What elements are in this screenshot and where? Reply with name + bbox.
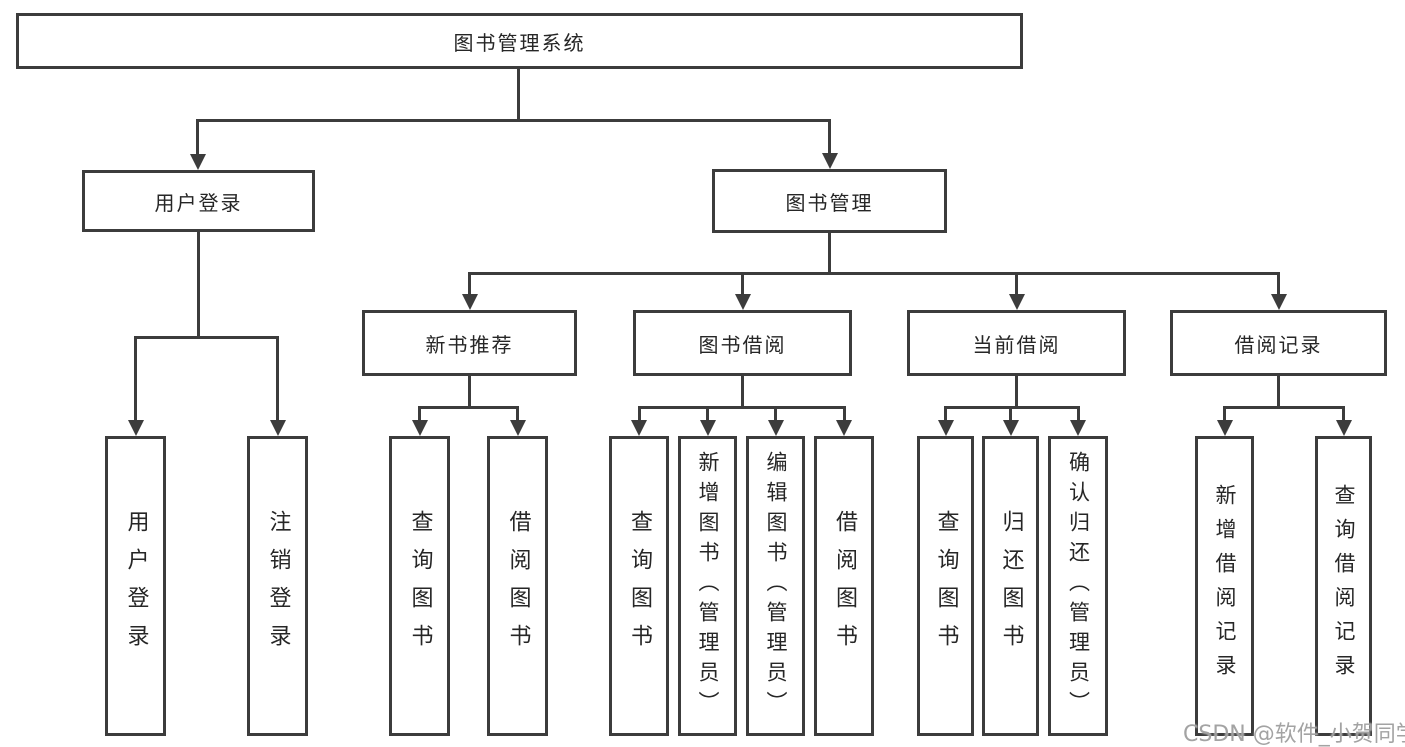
connector-bookmgmt-drop <box>828 233 831 272</box>
arrow-down-icon <box>631 420 647 436</box>
node-book-borrowing-label: 图书借阅 <box>698 332 787 357</box>
connector-stub-leaf-login <box>134 336 137 420</box>
leaf-query-books-1-label: 查询图书 <box>407 510 433 662</box>
leaf-query-borrow-record-label: 查询借阅记录 <box>1332 484 1356 688</box>
connector-stub <box>774 406 777 420</box>
connector-stub <box>418 406 421 420</box>
node-user-login: 用户登录 <box>82 170 315 232</box>
node-book-management-label: 图书管理 <box>785 190 874 215</box>
arrow-down-icon <box>768 420 784 436</box>
arrow-down-icon <box>1336 420 1352 436</box>
connector-stub-current-borrow <box>1015 272 1018 294</box>
arrow-down-icon <box>190 154 206 170</box>
connector-stub <box>1077 406 1080 420</box>
arrow-down-icon <box>822 153 838 169</box>
leaf-add-books-admin: 新增图书（管理员） <box>678 436 737 736</box>
node-borrow-records-label: 借阅记录 <box>1234 332 1323 357</box>
leaf-edit-books-admin: 编辑图书（管理员） <box>746 436 805 736</box>
connector-newbooks-drop <box>468 376 471 406</box>
arrow-down-icon <box>1070 420 1086 436</box>
connector-root-drop <box>517 69 520 119</box>
arrow-down-icon <box>128 420 144 436</box>
connector-userlogin-branch <box>134 336 279 339</box>
leaf-borrow-books-2: 借阅图书 <box>814 436 874 736</box>
leaf-confirm-return-admin: 确认归还（管理员） <box>1048 436 1108 736</box>
connector-currentborrow-drop <box>1015 376 1018 406</box>
connector-stub <box>944 406 947 420</box>
node-current-borrowing: 当前借阅 <box>907 310 1126 376</box>
arrow-down-icon <box>510 420 526 436</box>
node-book-management: 图书管理 <box>712 169 947 233</box>
leaf-borrow-books-1-label: 借阅图书 <box>505 510 531 662</box>
connector-stub <box>1342 406 1345 420</box>
node-user-login-label: 用户登录 <box>154 190 243 215</box>
connector-bookmgmt-branch <box>469 272 1279 275</box>
leaf-return-books: 归还图书 <box>982 436 1039 736</box>
leaf-edit-books-admin-label: 编辑图书（管理员） <box>764 451 788 721</box>
leaf-query-books-2-label: 查询图书 <box>627 510 652 662</box>
leaf-logout: 注销登录 <box>247 436 308 736</box>
connector-userlogin-drop <box>197 232 200 336</box>
arrow-down-icon <box>1009 294 1025 310</box>
connector-bookborrow-branch <box>638 406 845 409</box>
arrow-down-icon <box>1271 294 1287 310</box>
connector-stub-book-borrow <box>741 272 744 294</box>
leaf-logout-label: 注销登录 <box>265 510 291 662</box>
leaf-query-books-1: 查询图书 <box>389 436 450 736</box>
arrow-down-icon <box>462 294 478 310</box>
arrow-down-icon <box>270 420 286 436</box>
leaf-user-login-label: 用户登录 <box>123 510 149 662</box>
node-borrow-records: 借阅记录 <box>1170 310 1387 376</box>
connector-stub <box>706 406 709 420</box>
connector-borrowrecords-drop <box>1277 376 1280 406</box>
connector-stub <box>843 406 846 420</box>
node-root: 图书管理系统 <box>16 13 1023 69</box>
leaf-query-books-2: 查询图书 <box>609 436 669 736</box>
connector-stub-book-mgmt <box>828 119 831 154</box>
connector-root-branch <box>197 119 831 122</box>
arrow-down-icon <box>1003 420 1019 436</box>
leaf-borrow-books-2-label: 借阅图书 <box>832 510 857 662</box>
connector-borrowrecords-branch <box>1223 406 1344 409</box>
node-current-borrowing-label: 当前借阅 <box>972 332 1061 357</box>
connector-bookborrow-drop <box>741 376 744 406</box>
arrow-down-icon <box>412 420 428 436</box>
connector-stub-user-login <box>196 119 199 155</box>
leaf-borrow-books-1: 借阅图书 <box>487 436 548 736</box>
leaf-user-login: 用户登录 <box>105 436 166 736</box>
connector-stub <box>516 406 519 420</box>
node-book-borrowing: 图书借阅 <box>633 310 852 376</box>
connector-stub-borrow-records <box>1277 272 1280 294</box>
leaf-confirm-return-admin-label: 确认归还（管理员） <box>1066 451 1091 721</box>
leaf-add-borrow-record: 新增借阅记录 <box>1195 436 1254 736</box>
node-new-book-recommend-label: 新书推荐 <box>425 332 514 357</box>
connector-newbooks-branch <box>418 406 519 409</box>
leaf-add-borrow-record-label: 新增借阅记录 <box>1213 484 1237 688</box>
arrow-down-icon <box>735 294 751 310</box>
leaf-query-books-3: 查询图书 <box>917 436 974 736</box>
connector-stub-new-books <box>468 272 471 294</box>
leaf-query-borrow-record: 查询借阅记录 <box>1315 436 1372 736</box>
connector-stub <box>638 406 641 420</box>
connector-stub <box>1009 406 1012 420</box>
leaf-add-books-admin-label: 新增图书（管理员） <box>696 451 720 721</box>
node-root-label: 图书管理系统 <box>453 30 586 55</box>
leaf-query-books-3-label: 查询图书 <box>933 510 959 662</box>
arrow-down-icon <box>1217 420 1233 436</box>
arrow-down-icon <box>836 420 852 436</box>
arrow-down-icon <box>700 420 716 436</box>
connector-stub <box>1223 406 1226 420</box>
node-new-book-recommend: 新书推荐 <box>362 310 577 376</box>
connector-stub-leaf-logout <box>276 336 279 420</box>
arrow-down-icon <box>938 420 954 436</box>
leaf-return-books-label: 归还图书 <box>998 510 1024 662</box>
csdn-watermark: CSDN @软件_小贺同学 <box>1183 722 1405 747</box>
